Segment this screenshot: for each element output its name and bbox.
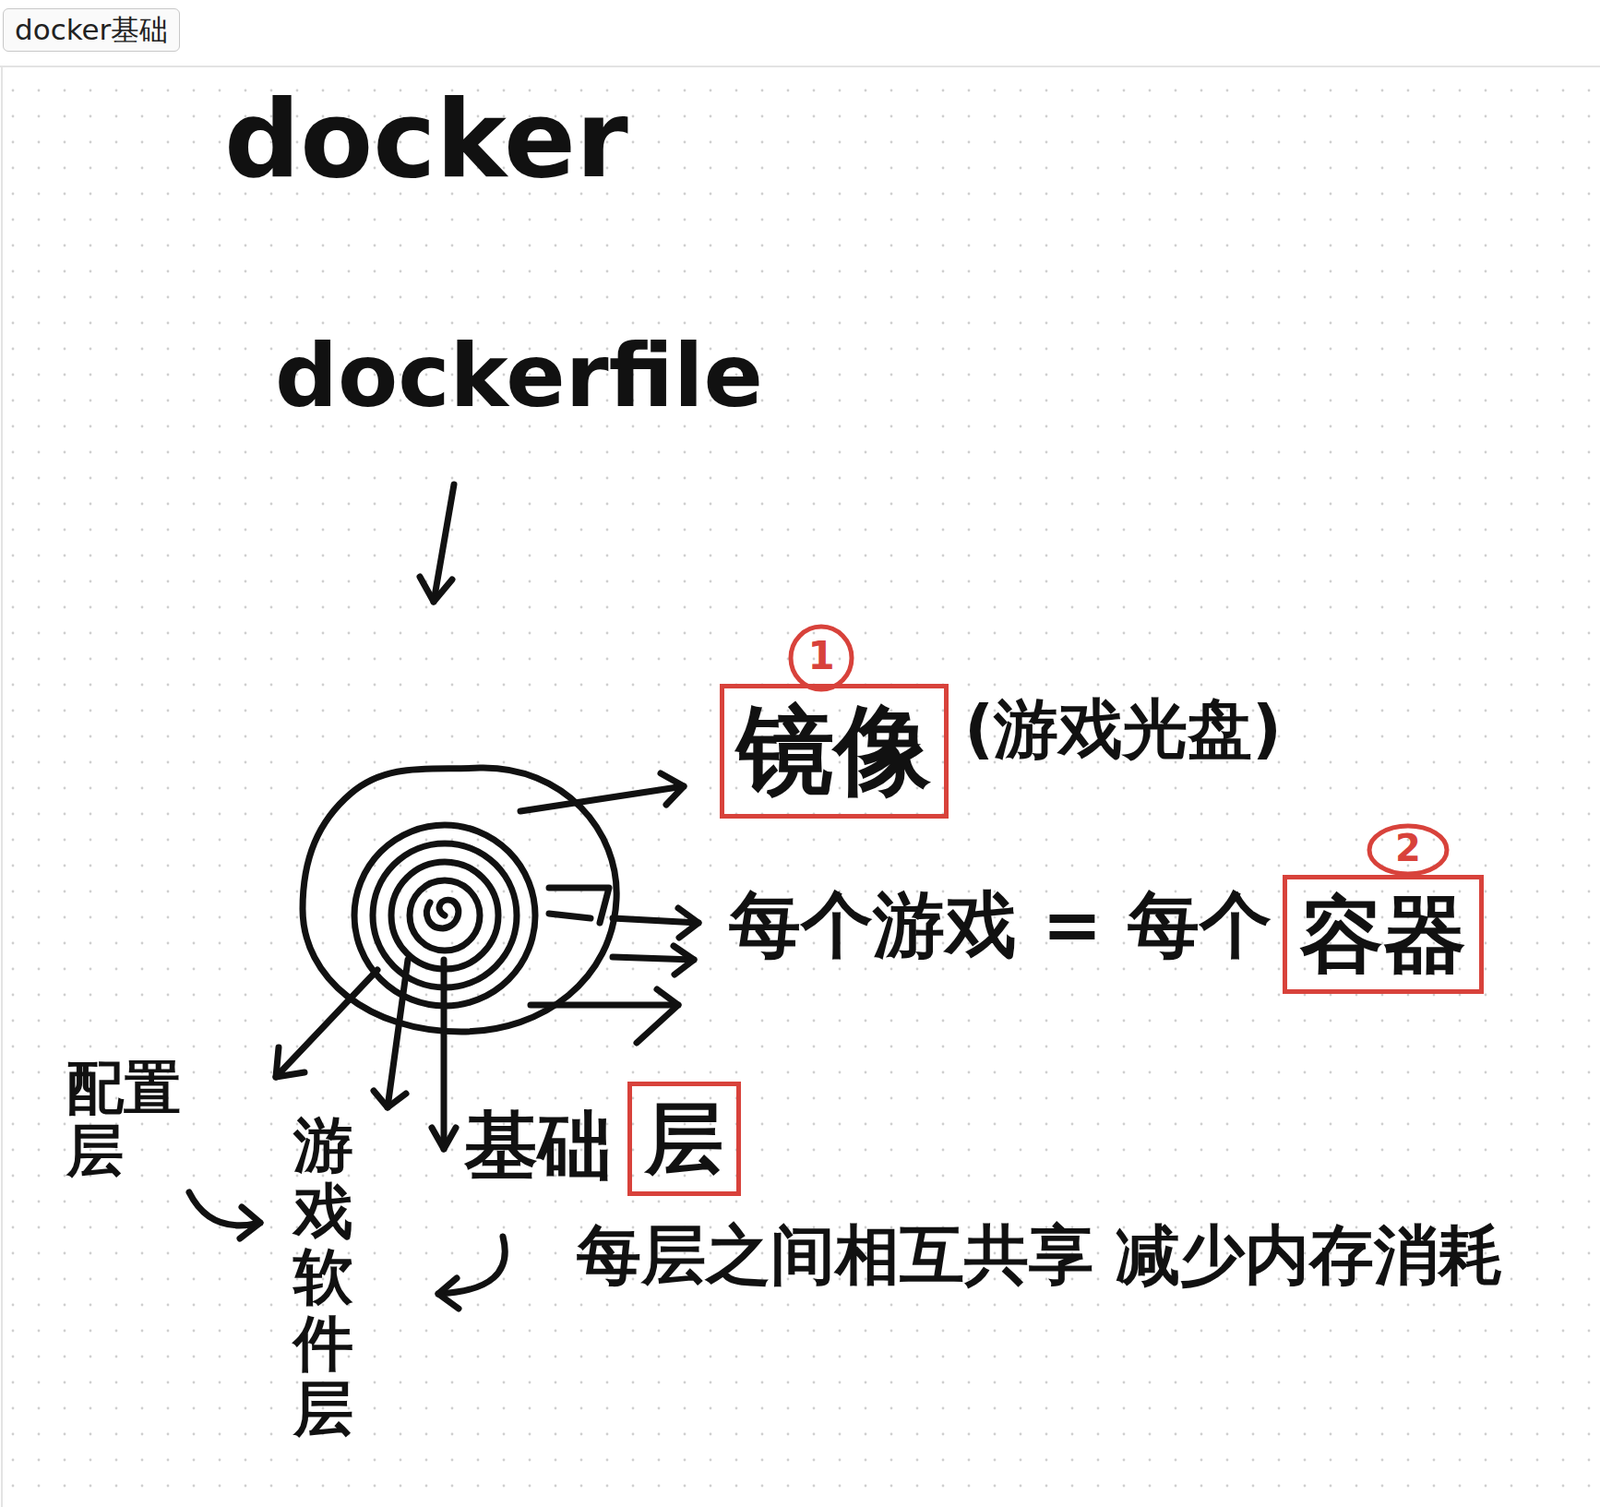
- arrow-line: [387, 959, 408, 1108]
- arrow-head: [636, 989, 679, 1043]
- highlight-box: 层: [627, 1081, 741, 1196]
- layer-ring: [391, 861, 499, 969]
- callout-number: 2: [1380, 829, 1436, 867]
- arrow-head: [431, 1127, 456, 1149]
- curved-arrow: [189, 1192, 261, 1226]
- note: 每个游戏 = 每个: [728, 885, 1272, 966]
- highlight-box: 镜像: [719, 683, 949, 819]
- note: 每层之间相互共享 减少内存消耗: [576, 1219, 1504, 1291]
- arrow-head: [239, 1206, 261, 1239]
- arrow-line: [441, 959, 448, 1149]
- arrow-head: [419, 576, 453, 602]
- dotted-ground: [1, 66, 1600, 1507]
- layer-label: 游戏软件层: [293, 1111, 354, 1443]
- note: (游戏光盘): [964, 693, 1282, 765]
- arrow-line: [612, 918, 699, 923]
- scribble: [549, 887, 609, 923]
- callout-number: 1: [793, 636, 849, 676]
- panel-border: [0, 65, 1600, 68]
- heading: dockerfile: [274, 327, 764, 425]
- callout-circle: [1369, 825, 1447, 874]
- highlight-box: 容器: [1282, 874, 1484, 994]
- arrow-line: [612, 956, 694, 960]
- node-text: 镜像: [737, 697, 932, 805]
- layer-label: 基础: [464, 1105, 612, 1187]
- arrow-line: [520, 786, 684, 812]
- arrow-head: [438, 1277, 459, 1309]
- arrow-head: [373, 1090, 406, 1108]
- node-text: 容器: [1300, 888, 1467, 980]
- arrow-line: [530, 1002, 679, 1009]
- layer-label: 配置层: [66, 1056, 192, 1183]
- tab-title-box: docker基础: [2, 8, 180, 52]
- panel-border: [0, 66, 3, 1507]
- tab-title: docker基础: [14, 12, 168, 47]
- arrow-head: [678, 907, 699, 938]
- arrow-line: [275, 969, 378, 1077]
- node-text: 层: [644, 1095, 724, 1183]
- heading: docker: [224, 81, 629, 199]
- arrow-head: [660, 773, 684, 805]
- arrow-head: [673, 945, 694, 975]
- layer-ring: [409, 880, 480, 951]
- image-outline: [302, 767, 617, 1032]
- callout-circle: [790, 626, 852, 690]
- arrow-head: [275, 1047, 305, 1077]
- core-spiral: [426, 899, 458, 929]
